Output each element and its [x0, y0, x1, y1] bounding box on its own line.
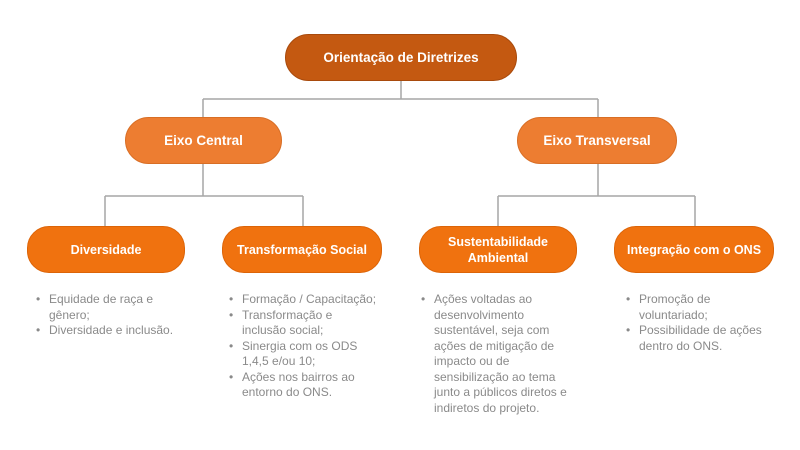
integracao-ons-bullet-list: Promoção de voluntariado; Possibilidade …: [626, 292, 776, 354]
bullet-item: Promoção de voluntariado;: [626, 292, 776, 323]
transformacao-social-label: Transformação Social: [237, 242, 367, 257]
eixo-central-label: Eixo Central: [164, 132, 243, 148]
bullet-item: Diversidade e inclusão.: [36, 323, 176, 339]
diversidade-label: Diversidade: [70, 242, 142, 257]
bullet-item: Formação / Capacitação;: [229, 292, 379, 308]
root-node-label: Orientação de Diretrizes: [323, 49, 479, 65]
transformacao-social-node: Transformação Social: [222, 226, 382, 273]
sustentabilidade-ambiental-label: Sustentabilidade Ambiental: [447, 234, 549, 265]
diversidade-node: Diversidade: [27, 226, 185, 273]
eixo-central-node: Eixo Central: [125, 117, 282, 164]
sustentabilidade-ambiental-node: Sustentabilidade Ambiental: [419, 226, 577, 273]
root-node: Orientação de Diretrizes: [285, 34, 517, 81]
diversidade-bullet-list: Equidade de raça e gênero; Diversidade e…: [36, 292, 176, 339]
eixo-transversal-node: Eixo Transversal: [517, 117, 677, 164]
bullet-item: Equidade de raça e gênero;: [36, 292, 176, 323]
bullet-item: Ações nos bairros ao entorno do ONS.: [229, 370, 379, 401]
bullet-item: Ações voltadas ao desenvolvimento susten…: [421, 292, 581, 416]
bullet-item: Transformação e inclusão social;: [229, 308, 379, 339]
bullet-item: Possibilidade de ações dentro do ONS.: [626, 323, 776, 354]
bullet-item: Sinergia com os ODS 1,4,5 e/ou 10;: [229, 339, 379, 370]
eixo-transversal-label: Eixo Transversal: [543, 132, 651, 148]
sustentabilidade-bullet-list: Ações voltadas ao desenvolvimento susten…: [421, 292, 581, 416]
integracao-ons-label: Integração com o ONS: [626, 242, 762, 257]
transformacao-social-bullet-list: Formação / Capacitação; Transformação e …: [229, 292, 379, 401]
integracao-ons-node: Integração com o ONS: [614, 226, 774, 273]
